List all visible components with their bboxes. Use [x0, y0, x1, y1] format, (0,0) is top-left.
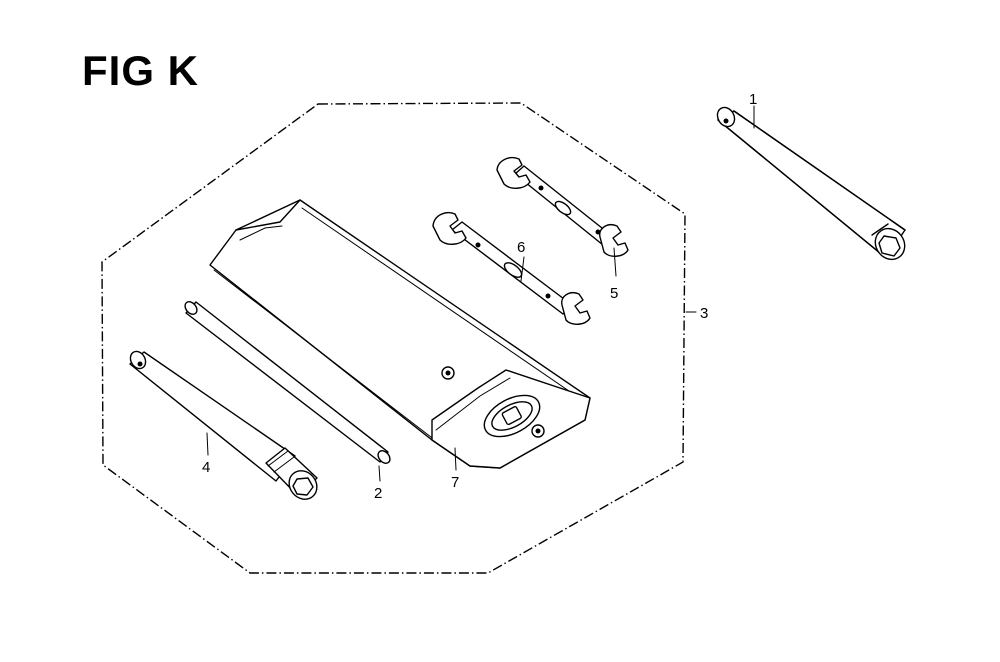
callout-7: 7	[451, 474, 459, 491]
box-wrench-part-1	[716, 106, 906, 261]
callout-3: 3	[700, 305, 708, 322]
wrench-part-5	[496, 156, 629, 257]
figure-title: FIG K	[82, 47, 199, 94]
callout-4: 4	[202, 459, 210, 476]
tool-bag-part-7	[209, 199, 591, 469]
box-wrench-part-4	[129, 350, 318, 500]
callout-5: 5	[610, 285, 618, 302]
callout-1: 1	[749, 91, 757, 108]
tool-kit-boundary	[101, 102, 686, 574]
callout-2: 2	[374, 485, 382, 502]
wrench-part-6	[432, 211, 591, 325]
rod-part-2	[184, 301, 391, 464]
leader-lines	[206, 105, 755, 482]
callout-6: 6	[517, 239, 525, 256]
